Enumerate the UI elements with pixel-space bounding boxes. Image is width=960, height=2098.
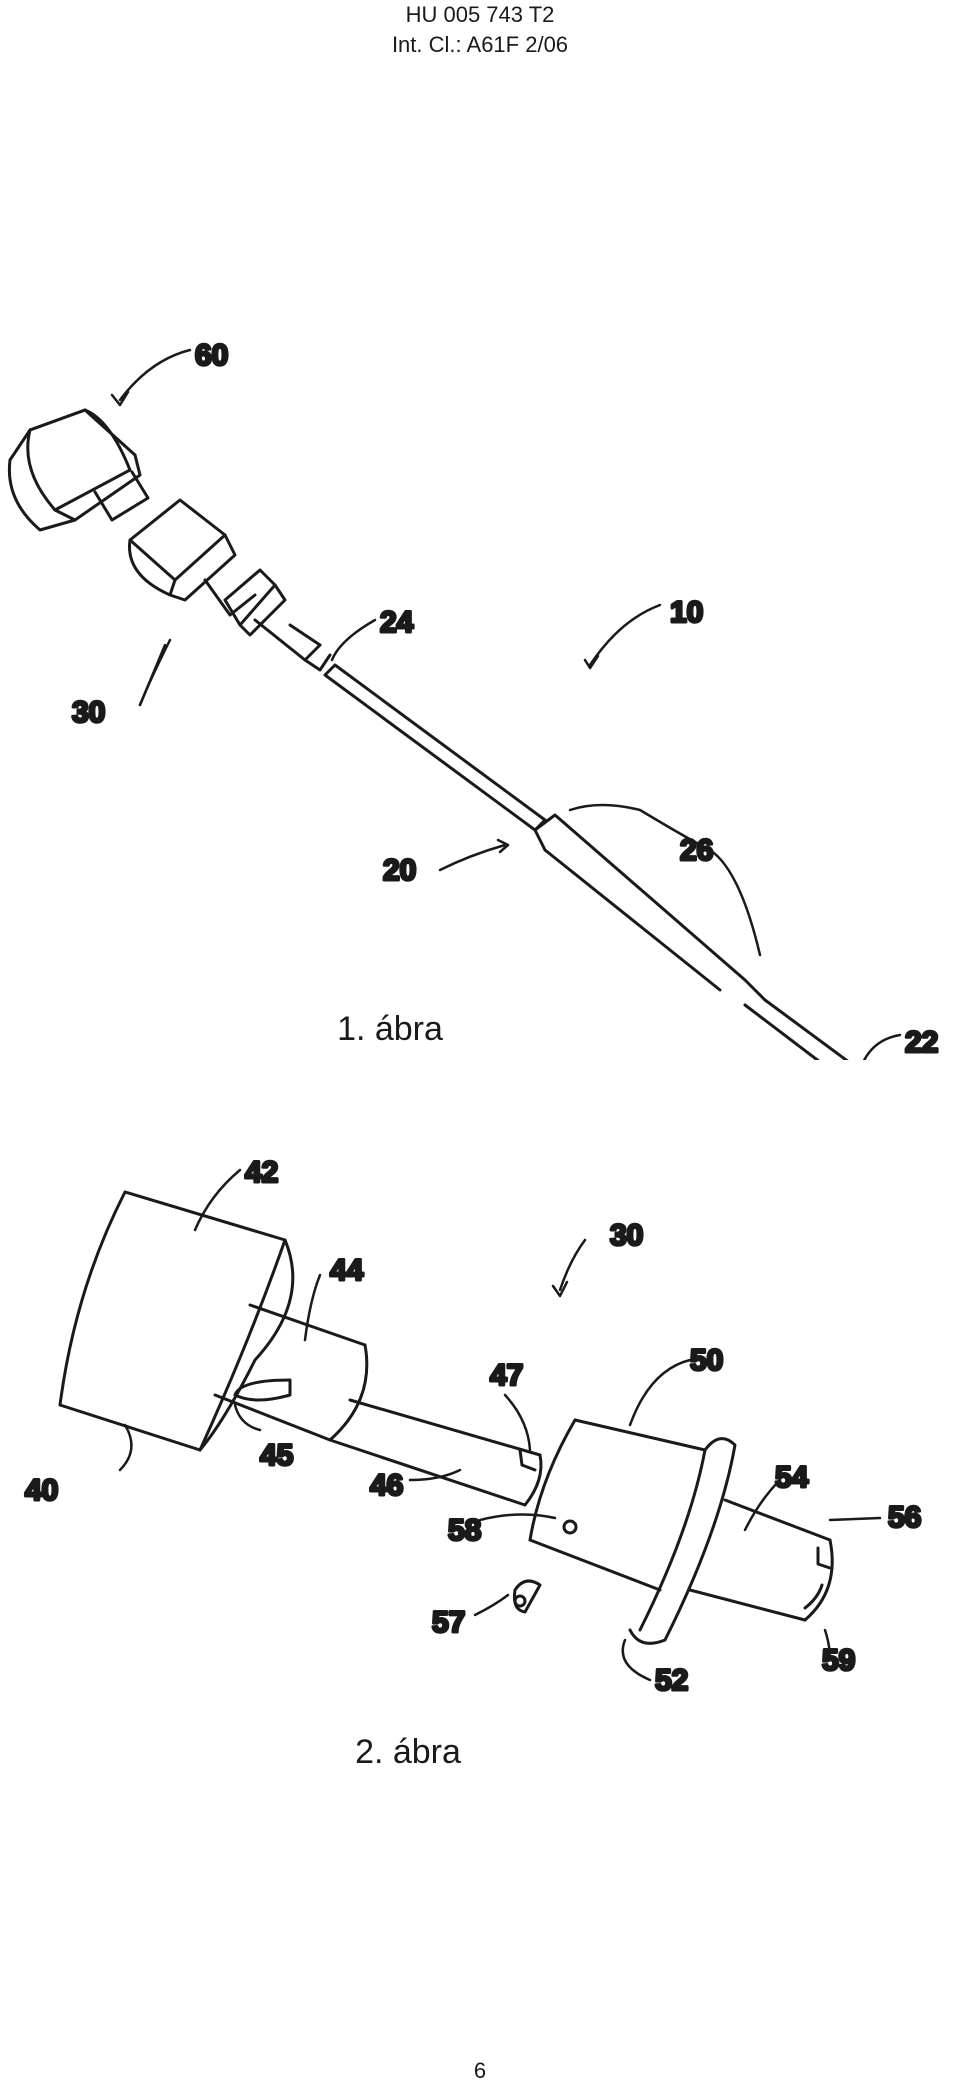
ref-57: 57 <box>432 1606 465 1639</box>
cylinder-40-part <box>58 1190 295 1452</box>
figure-2-drawing: 42 30 44 47 50 45 40 46 54 58 56 57 52 5… <box>24 1155 923 1699</box>
ref-45: 45 <box>260 1439 293 1472</box>
figure-1-drawing: 60 24 10 30 26 20 22 <box>7 338 940 1060</box>
ref-56: 56 <box>888 1501 921 1534</box>
hub-50-part <box>528 1418 834 1645</box>
ref-20: 20 <box>383 854 416 887</box>
connector-30-part <box>128 498 332 672</box>
pin-57-part <box>513 1579 542 1614</box>
shaft-44-part <box>213 1303 543 1507</box>
patent-number: HU 005 743 T2 <box>405 2 555 27</box>
ref-44: 44 <box>330 1254 364 1287</box>
classification: Int. Cl.: A61F 2/06 <box>391 32 569 57</box>
figure-1-caption: 1. ábra <box>337 1010 443 1048</box>
page-number: 6 <box>473 2058 487 2083</box>
ref-24: 24 <box>380 606 414 639</box>
ref-10: 10 <box>670 596 703 629</box>
ref-59: 59 <box>822 1644 855 1677</box>
figure-1-leaders <box>110 348 902 1060</box>
ref-50: 50 <box>690 1344 723 1377</box>
ref-47: 47 <box>490 1359 523 1392</box>
ref-60: 60 <box>195 339 228 372</box>
ref-46: 46 <box>370 1469 403 1502</box>
ref-22: 22 <box>905 1026 938 1059</box>
cap-60-part <box>7 408 150 532</box>
ref-42: 42 <box>245 1156 278 1189</box>
figure-2-leaders <box>118 1168 882 1682</box>
ref-30-fig2: 30 <box>610 1219 643 1252</box>
figure-2-caption: 2. ábra <box>355 1733 461 1771</box>
ref-26: 26 <box>680 834 713 867</box>
ref-58: 58 <box>448 1514 481 1547</box>
ref-54: 54 <box>775 1461 809 1494</box>
document-header: HU 005 743 T2 Int. Cl.: A61F 2/06 <box>0 0 960 60</box>
ref-40: 40 <box>25 1474 58 1507</box>
ref-52: 52 <box>655 1664 688 1697</box>
ref-30-fig1: 30 <box>72 696 105 729</box>
catheter-tube-part <box>323 663 849 1060</box>
